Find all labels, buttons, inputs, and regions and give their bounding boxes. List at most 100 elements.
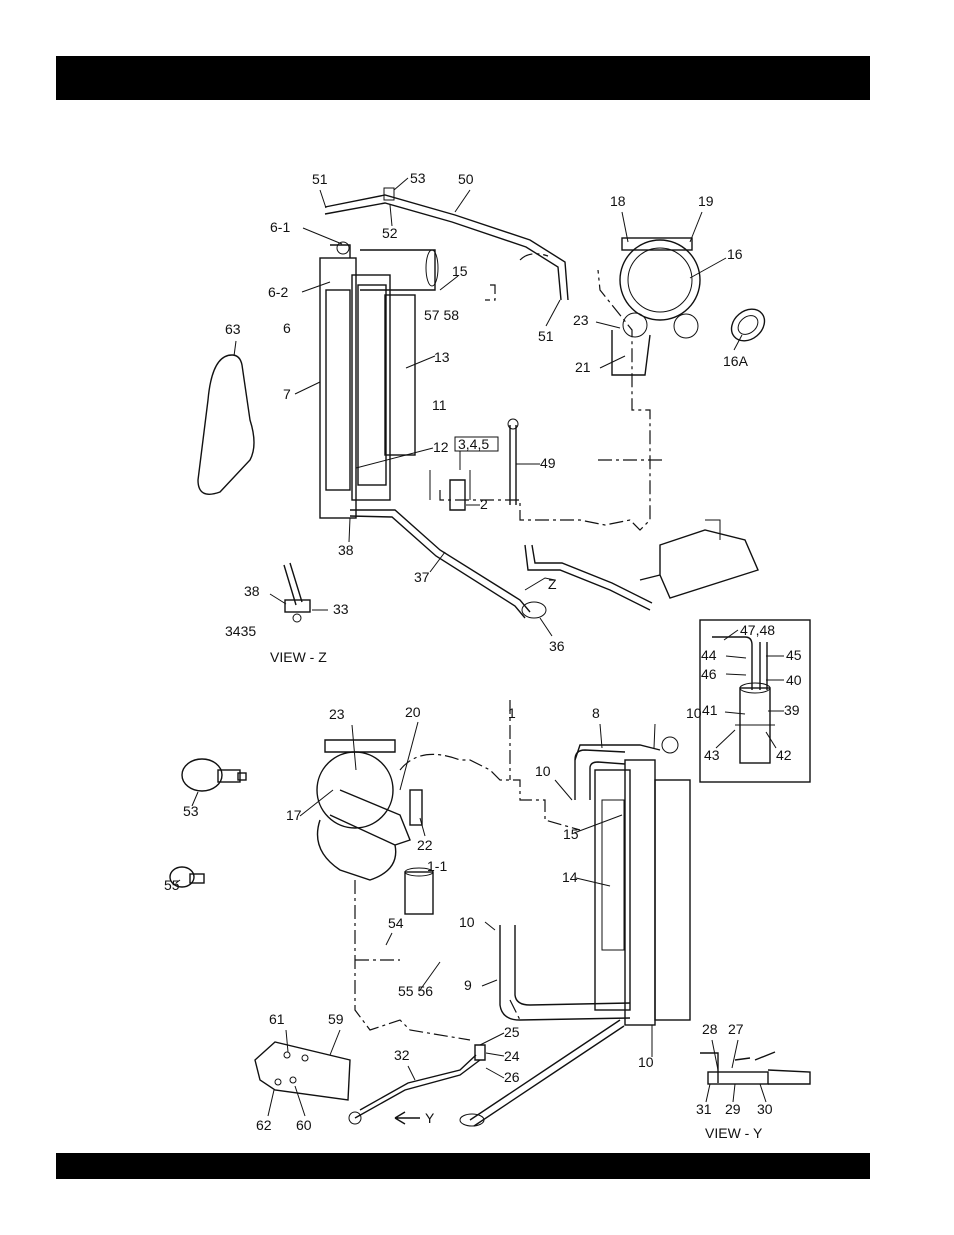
callout-label: 51	[312, 171, 328, 187]
callout-label: 59	[328, 1011, 344, 1027]
oil-filter	[405, 868, 433, 914]
callout-label: 10	[686, 705, 702, 721]
hose-lower	[500, 925, 630, 1020]
callout-label: 43	[704, 747, 720, 763]
bracket-group: 3,4,5	[450, 436, 498, 510]
upper-hose	[325, 188, 568, 300]
callout-leader	[482, 980, 497, 986]
hose-upper-lower	[575, 750, 625, 800]
callout-label: 23	[329, 706, 345, 722]
radiator	[320, 242, 390, 518]
callout-label: 2	[480, 496, 488, 512]
callout-label: 14	[562, 869, 578, 885]
reserve-tank	[640, 520, 758, 598]
callout-label: 51	[538, 328, 554, 344]
callout-label: 22	[417, 837, 433, 853]
callout-label: 21	[575, 359, 591, 375]
callout-label: 25	[504, 1024, 520, 1040]
callout-leader	[485, 922, 495, 930]
callout-label: 11	[432, 397, 447, 413]
lower-hose	[350, 510, 546, 618]
callout-label: 40	[786, 672, 802, 688]
callout-label: 29	[725, 1101, 741, 1117]
pressure-switch-53	[182, 759, 246, 791]
callout-leader	[486, 1053, 504, 1056]
callout-label: 6-1	[270, 219, 290, 235]
callout-label: 63	[225, 321, 241, 337]
callout-label: 45	[786, 647, 802, 663]
radiator-lower	[575, 737, 690, 1025]
callout-label: 41	[702, 702, 718, 718]
callout-label: 26	[504, 1069, 520, 1085]
drain-pipe	[525, 545, 652, 610]
callout-label: 15	[563, 826, 579, 842]
callout-leader	[766, 732, 776, 748]
callout-leader	[716, 730, 735, 748]
callout-label: 46	[701, 666, 717, 682]
callout-label: 13	[434, 349, 450, 365]
callout-label: 42	[776, 747, 792, 763]
callout-label: 47,48	[740, 622, 775, 638]
callout-label: 61	[269, 1011, 285, 1027]
dipstick	[508, 419, 518, 505]
arrow-z-label: Z	[548, 576, 557, 592]
callout-label: 6	[283, 320, 291, 336]
bracket-label: 3,4,5	[458, 436, 489, 452]
view-z-label: VIEW - Z	[270, 649, 327, 665]
callout-label: 31	[696, 1101, 712, 1117]
callout-label: 62	[256, 1117, 272, 1133]
callout-leader	[270, 594, 286, 604]
callout-label: 57 58	[424, 307, 459, 323]
callout-leader	[390, 205, 392, 226]
callout-label: 60	[296, 1117, 312, 1133]
callout-label: 24	[504, 1048, 520, 1064]
callout-leader	[234, 341, 236, 356]
callout-label: 18	[610, 193, 626, 209]
callout-label: 20	[405, 704, 421, 720]
callout-leader	[555, 780, 572, 800]
callout-leader	[596, 322, 620, 328]
callout-label: 44	[701, 647, 717, 663]
callout-leader	[724, 630, 738, 640]
callout-label: 17	[286, 807, 302, 823]
callout-leader	[760, 1084, 766, 1102]
callout-leader	[320, 190, 326, 208]
callout-leader	[330, 1030, 340, 1055]
callout-leader	[712, 1040, 718, 1070]
air-cleaner-side	[317, 740, 422, 880]
callout-label: 16A	[723, 353, 749, 369]
callout-label: 27	[728, 1021, 744, 1037]
callout-label: 1	[508, 705, 516, 721]
callout-label: 49	[540, 455, 556, 471]
callout-label: 6-2	[268, 284, 288, 300]
callout-leader	[268, 1090, 274, 1116]
callout-label: 7	[283, 386, 291, 402]
callout-label: 15	[452, 263, 468, 279]
cooling-shroud	[360, 250, 438, 455]
callout-leader	[706, 1084, 710, 1102]
callout-label: 53	[410, 170, 426, 186]
callout-label: 54	[388, 915, 404, 931]
callout-label: 19	[698, 193, 714, 209]
callout-label: 1-1	[427, 858, 447, 874]
callout-label: 52	[382, 225, 398, 241]
callout-leader	[726, 674, 746, 675]
callout-leader	[408, 1066, 415, 1080]
callout-label: 38	[338, 542, 354, 558]
callout-label: 55 56	[398, 983, 433, 999]
callout-labels: 515350526-16-21557 586711131226349181916…	[164, 170, 802, 1133]
callout-label: 55	[164, 877, 180, 893]
callout-leader	[349, 518, 350, 542]
callout-leader	[455, 190, 470, 212]
callout-label: 53	[183, 803, 199, 819]
callout-leader	[480, 1033, 504, 1045]
callout-leader	[394, 178, 408, 190]
callout-label: 28	[702, 1021, 718, 1037]
callout-leader	[725, 712, 745, 714]
callout-leader	[356, 448, 433, 468]
callout-leader	[732, 1040, 738, 1068]
callout-leader	[726, 656, 746, 658]
arrow-y-label: Y	[425, 1110, 435, 1126]
callout-label: 9	[464, 977, 472, 993]
